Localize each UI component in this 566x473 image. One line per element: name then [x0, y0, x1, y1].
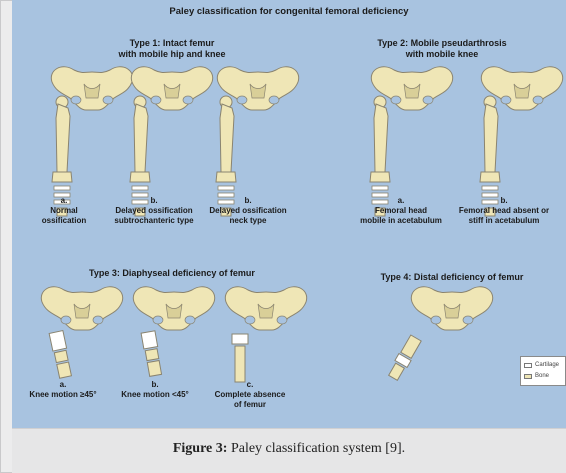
type1-b2-label: b. Delayed ossification neck type: [198, 196, 298, 226]
type4-title: Type 4: Distal deficiency of femur: [352, 272, 552, 283]
legend: Cartilage Bone: [520, 356, 566, 386]
legend-cartilage-label: Cartilage: [535, 362, 559, 368]
type3-a-label: a. Knee motion ≥45°: [16, 380, 110, 400]
type3-title: Type 3: Diaphyseal deficiency of femur: [52, 268, 292, 279]
type2-title: Type 2: Mobile pseudarthrosis with mobil…: [332, 38, 552, 60]
caption-text: Paley classification system [9].: [227, 441, 405, 456]
bone-swatch: [524, 374, 532, 379]
legend-bone-label: Bone: [535, 373, 549, 379]
type2-a-label: a. Femoral head mobile in acetabulum: [346, 196, 456, 226]
type3-c-label: c. Complete absence of femur: [200, 380, 300, 410]
caption-label: Figure 3:: [173, 441, 228, 456]
type2-b-label: b. Femoral head absent or stiff in aceta…: [442, 196, 566, 226]
type1-a-label: a. Normal ossification: [22, 196, 106, 226]
figure-image: Paley classification for congenital femo…: [12, 0, 566, 428]
type1-b1-label: b. Delayed ossification subtrochanteric …: [104, 196, 204, 226]
type1-title: Type 1: Intact femur with mobile hip and…: [72, 38, 272, 60]
figure-title: Paley classification for congenital femo…: [12, 6, 566, 17]
type3-b-label: b. Knee motion <45°: [108, 380, 202, 400]
caption-box: Figure 3: Paley classification system [9…: [12, 428, 566, 473]
cartilage-swatch: [524, 363, 532, 368]
figure-caption: Figure 3: Paley classification system [9…: [12, 441, 566, 457]
